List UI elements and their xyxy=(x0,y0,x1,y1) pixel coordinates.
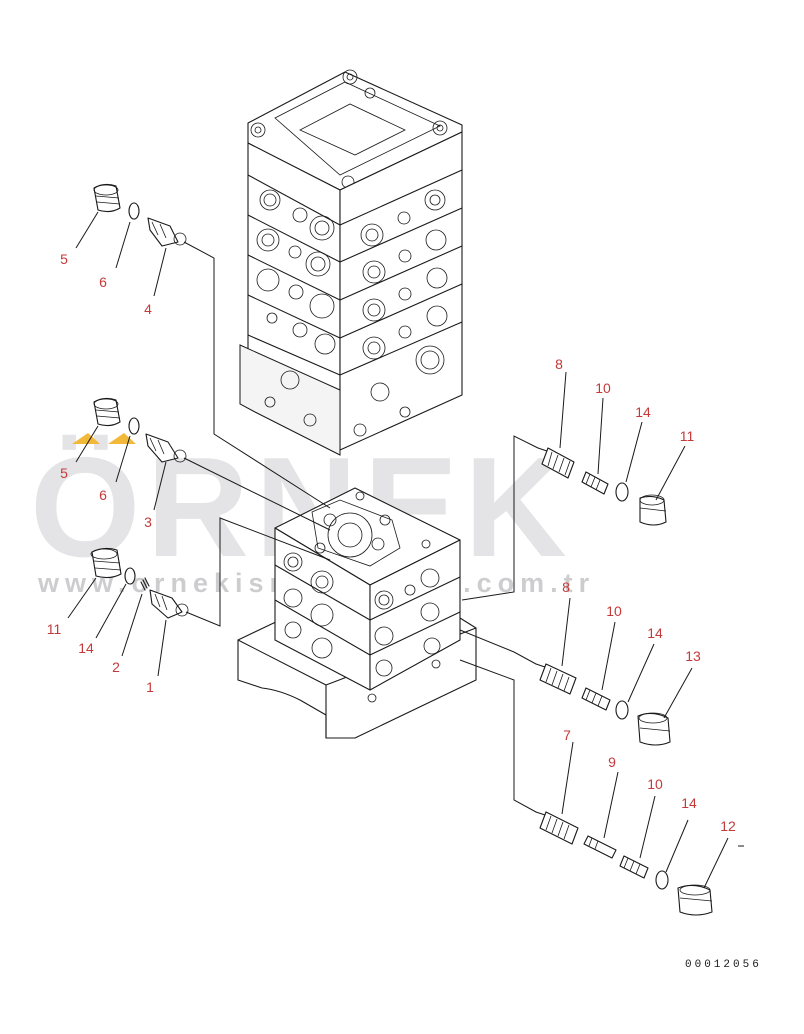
callout-label: 9 xyxy=(608,754,616,770)
o-ring-part-6 xyxy=(128,417,140,435)
valve-part-4 xyxy=(147,217,187,247)
left-parts xyxy=(90,183,189,619)
callout-label: 10 xyxy=(606,603,622,619)
spring-part-10 xyxy=(619,855,649,879)
callout-label: 11 xyxy=(47,621,62,637)
callout-leaders xyxy=(67,211,744,889)
spool-part-8 xyxy=(537,447,575,479)
callout-label: 6 xyxy=(99,274,107,290)
o-ring-part-6 xyxy=(128,202,140,220)
callout-label: 14 xyxy=(647,625,663,641)
plug-part-5 xyxy=(93,397,121,427)
stem-part-9 xyxy=(583,835,617,859)
spool-assembly-upper xyxy=(537,447,667,526)
callout-label: 13 xyxy=(685,648,701,664)
callout-label: 10 xyxy=(595,380,611,396)
spring-part-10 xyxy=(581,471,609,495)
watermark-accent-mark xyxy=(72,433,100,444)
plug-part-5 xyxy=(93,183,121,213)
o-ring-part-14 xyxy=(615,482,629,502)
spring-part-10 xyxy=(581,687,611,711)
callout-label: 7 xyxy=(563,727,571,743)
o-ring-part-14 xyxy=(655,870,669,890)
spool-assembly-middle xyxy=(535,663,671,746)
plug-part-13 xyxy=(637,712,671,746)
plug-part-11 xyxy=(639,494,667,526)
callout-label: 12 xyxy=(720,818,736,834)
callout-label: 10 xyxy=(647,776,663,792)
valve-part-3 xyxy=(145,433,187,463)
callout-label: 4 xyxy=(144,301,152,317)
callouts: 5 6 4 5 6 3 11 14 2 1 8 10 14 11 8 10 14… xyxy=(47,251,736,834)
spring-part-2 xyxy=(140,577,150,591)
callout-label: 2 xyxy=(112,659,120,675)
upper-valve-block xyxy=(239,69,463,456)
assembly-lines xyxy=(183,241,539,813)
o-ring-part-14 xyxy=(124,567,136,585)
spool-part-8 xyxy=(535,663,577,695)
spool-assembly-lower xyxy=(535,811,713,916)
o-ring-part-14 xyxy=(615,700,629,720)
callout-label: 14 xyxy=(78,640,94,656)
callout-label: 8 xyxy=(555,356,563,372)
callout-label: 8 xyxy=(562,579,570,595)
callout-label: 5 xyxy=(60,251,68,267)
plug-part-12 xyxy=(677,884,713,916)
callout-label: 11 xyxy=(680,428,695,444)
figure-code: 00012056 xyxy=(685,959,762,971)
callout-label: 5 xyxy=(60,465,68,481)
spool-part-7 xyxy=(535,811,579,845)
callout-label: 1 xyxy=(146,679,154,695)
callout-label: 14 xyxy=(635,404,651,420)
callout-label: 14 xyxy=(681,795,697,811)
valve-part-1 xyxy=(149,589,189,619)
lower-valve-block xyxy=(237,487,477,739)
watermark-accent-mark xyxy=(108,433,136,444)
callout-label: 3 xyxy=(144,514,152,530)
callout-label: 6 xyxy=(99,487,107,503)
plug-part-11 xyxy=(90,547,122,579)
